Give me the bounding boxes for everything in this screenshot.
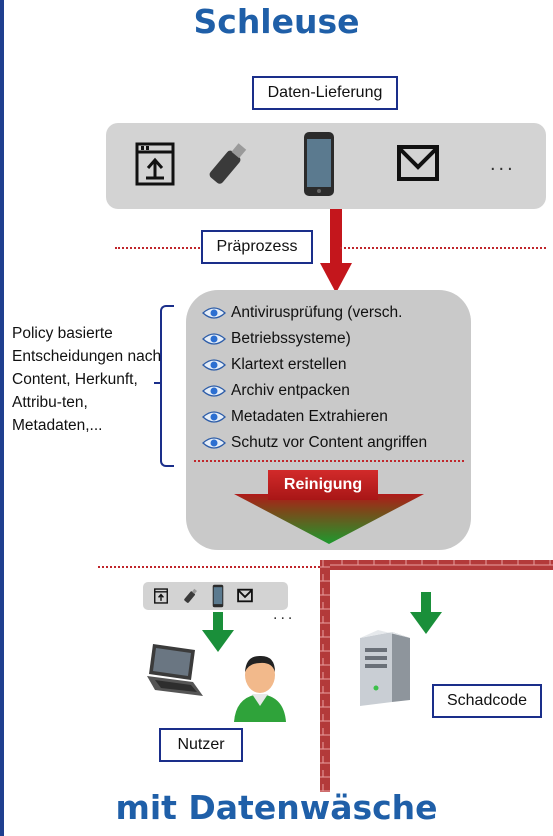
mail-icon xyxy=(237,588,253,603)
down-arrow-green-server xyxy=(410,592,442,634)
cleaning-label: Reinigung xyxy=(268,470,378,500)
bottom-divider-line xyxy=(98,566,320,568)
upload-icon xyxy=(154,588,168,604)
process-step: Klartext erstellen xyxy=(202,352,427,378)
upload-icon xyxy=(135,142,175,186)
firewall-brick-wall xyxy=(320,560,553,792)
usb-stick-icon xyxy=(184,588,197,603)
process-step: Betriebssysteme) xyxy=(202,326,427,352)
eye-icon xyxy=(202,333,226,345)
cleaning-funnel-arrow xyxy=(234,494,424,544)
down-arrow-green-user xyxy=(202,612,234,652)
process-step-label: Archiv entpacken xyxy=(231,382,350,399)
smartphone-icon xyxy=(212,584,224,608)
eye-icon xyxy=(202,359,226,371)
process-step-label: Betriebssysteme) xyxy=(231,330,351,347)
down-arrow-red xyxy=(320,209,352,293)
process-step: Antivirusprüfung (versch. xyxy=(202,300,427,326)
process-steps-list: Antivirusprüfung (versch. Betriebssystem… xyxy=(202,300,427,456)
delivery-label: Daten-Lieferung xyxy=(252,76,398,110)
preprocess-label: Präprozess xyxy=(201,230,313,264)
processing-box: Antivirusprüfung (versch. Betriebssystem… xyxy=(186,290,471,550)
small-device-panel xyxy=(143,582,288,610)
process-step-label: Klartext erstellen xyxy=(231,356,347,373)
page-subtitle: mit Datenwäsche xyxy=(115,788,438,827)
process-step: Schutz vor Content angriffen xyxy=(202,430,427,456)
user-avatar-icon xyxy=(234,655,286,722)
user-label: Nutzer xyxy=(159,728,243,762)
eye-icon xyxy=(202,307,226,319)
eye-icon xyxy=(202,385,226,397)
page-title: Schleuse xyxy=(193,2,360,41)
smartphone-icon xyxy=(304,132,334,196)
process-step: Archiv entpacken xyxy=(202,378,427,404)
mail-icon xyxy=(397,145,439,181)
left-edge-bar xyxy=(0,0,4,836)
policy-brace xyxy=(160,305,174,467)
cleaning-divider-line xyxy=(194,460,464,462)
malware-label: Schadcode xyxy=(432,684,542,718)
laptop-icon xyxy=(147,644,203,696)
usb-stick-icon xyxy=(209,143,247,184)
more-devices-ellipsis: ... xyxy=(490,153,516,175)
process-step: Metadaten Extrahieren xyxy=(202,404,427,430)
preprocess-line-left xyxy=(115,247,203,249)
eye-icon xyxy=(202,411,226,423)
preprocess-line-right xyxy=(340,247,546,249)
server-icon xyxy=(360,630,410,706)
process-step-label: Antivirusprüfung (versch. xyxy=(231,304,403,321)
more-devices-ellipsis-small: ... xyxy=(273,606,296,623)
policy-brace-tip xyxy=(154,382,162,384)
eye-icon xyxy=(202,437,226,449)
policy-note: Policy basierte Entscheidungen nach Cont… xyxy=(12,325,162,434)
process-step-label: Metadaten Extrahieren xyxy=(231,408,388,425)
device-panel: ... xyxy=(106,123,546,209)
process-step-label: Schutz vor Content angriffen xyxy=(231,434,428,451)
